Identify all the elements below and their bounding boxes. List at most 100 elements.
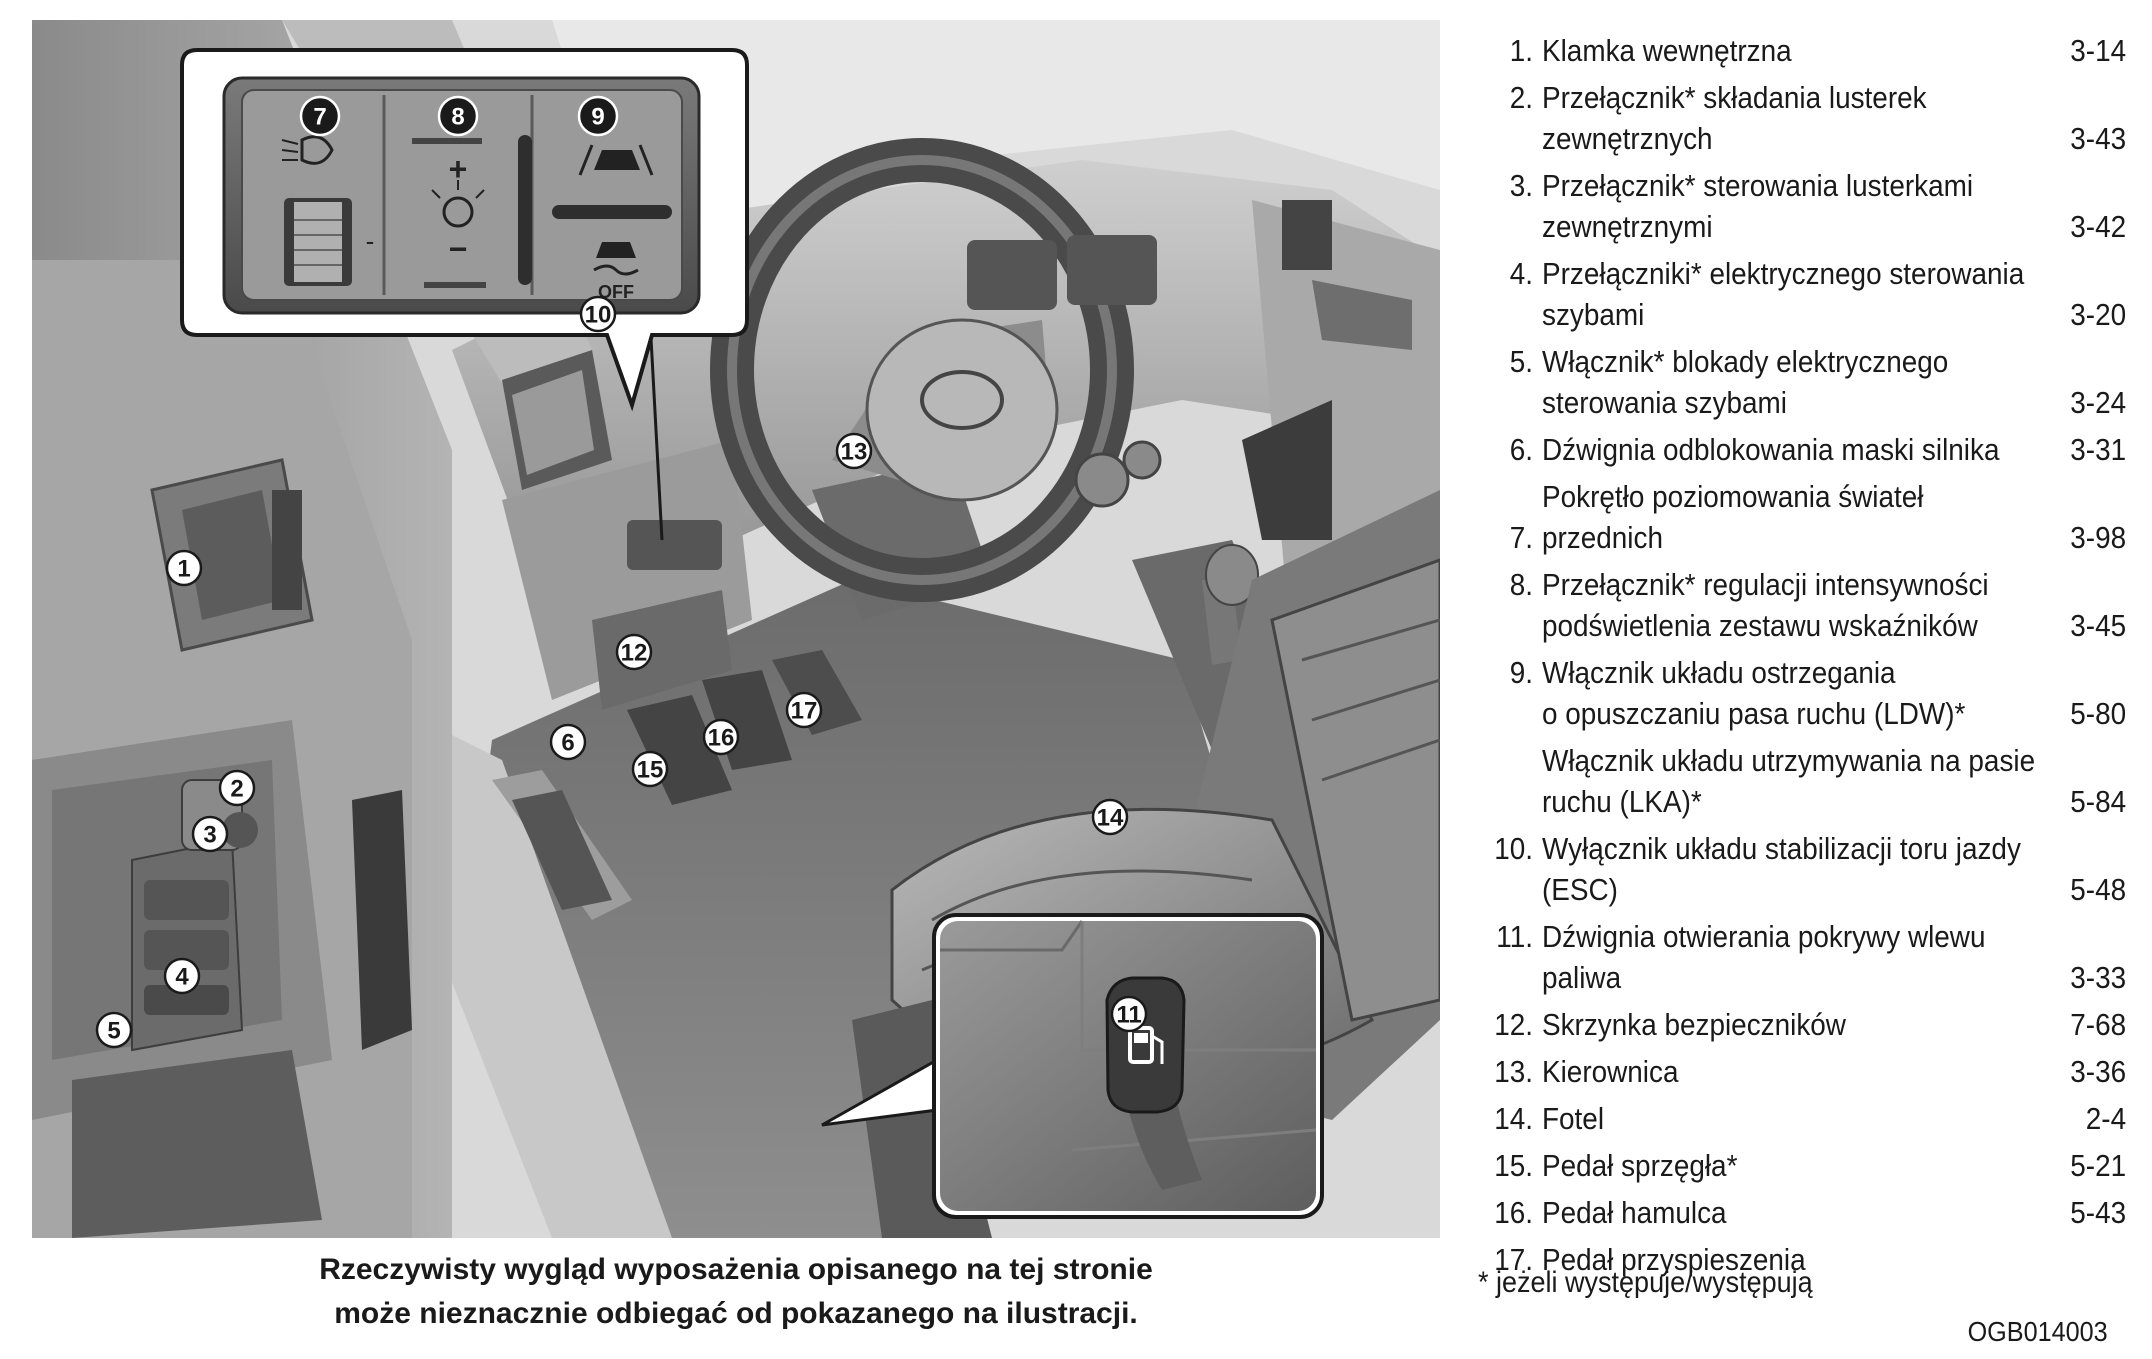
legend-item-number: 12. bbox=[1494, 1007, 1533, 1042]
esc-off-label: OFF bbox=[598, 282, 634, 302]
legend-item: 2.Przełącznik* składania lusterek bbox=[1470, 77, 2126, 118]
callout-9: 9 bbox=[577, 95, 619, 137]
interior-illustration: - + − OFF bbox=[32, 20, 1440, 1238]
availability-note: * jeżeli występuje/występują bbox=[1478, 1266, 1813, 1299]
svg-text:9: 9 bbox=[591, 104, 604, 131]
legend-item-text: (ESC) bbox=[1542, 872, 1618, 907]
legend-item-page: 3-24 bbox=[2070, 385, 2127, 420]
legend-item: (ESC)5-48 bbox=[1470, 869, 2126, 910]
legend-item-text: o opuszczaniu pasa ruchu (LDW)* bbox=[1542, 696, 1966, 731]
callout-7: 7 bbox=[299, 95, 341, 137]
legend-item: Włącznik układu utrzymywania na pasie bbox=[1470, 740, 2126, 781]
callout-17: 17 bbox=[785, 691, 823, 729]
legend-item-text: Przełącznik* regulacji intensywności bbox=[1542, 567, 1989, 602]
callout-8: 8 bbox=[437, 95, 479, 137]
figure-code: OGB014003 bbox=[1967, 1316, 2108, 1347]
legend-item-text: Wyłącznik układu stabilizacji toru jazdy bbox=[1542, 831, 2021, 866]
svg-text:3: 3 bbox=[203, 822, 216, 849]
callout-16: 16 bbox=[702, 718, 740, 756]
svg-text:10: 10 bbox=[585, 302, 612, 329]
legend-item-text: Dźwignia odblokowania maski silnika bbox=[1542, 432, 2000, 467]
svg-text:2: 2 bbox=[230, 776, 243, 803]
legend-item-text: Fotel bbox=[1542, 1101, 1605, 1136]
legend-item-text: Dźwignia otwierania pokrywy wlewu bbox=[1542, 919, 1986, 954]
legend-item: sterowania szybami 3-24 bbox=[1470, 382, 2126, 423]
callout-1: 1 bbox=[165, 549, 203, 587]
legend-item: zewnętrznymi 3-42 bbox=[1470, 206, 2126, 247]
callout-2: 2 bbox=[218, 769, 256, 807]
legend-item: 13. Kierownica 3-36 bbox=[1470, 1051, 2126, 1092]
legend-item-number: 4. bbox=[1509, 256, 1533, 291]
legend-item-text: Przełączniki* elektrycznego sterowania bbox=[1542, 256, 2025, 291]
svg-text:8: 8 bbox=[451, 104, 464, 131]
legend-item-page: 5-80 bbox=[2070, 696, 2127, 731]
legend-item: 12. Skrzynka bezpieczników 7-68 bbox=[1470, 1004, 2126, 1045]
legend-item-number: 1. bbox=[1509, 33, 1533, 68]
legend-item-number: 3. bbox=[1509, 168, 1533, 203]
legend-item: 11. Dźwignia otwierania pokrywy wlewu bbox=[1470, 916, 2126, 957]
legend-item-number: 8. bbox=[1509, 567, 1533, 602]
legend-item-text: paliwa bbox=[1542, 960, 1622, 995]
legend-item-text: zewnętrznymi bbox=[1542, 209, 1713, 244]
legend-item-page: 3-36 bbox=[2070, 1054, 2127, 1089]
legend-item-page: 5-43 bbox=[2070, 1195, 2127, 1230]
legend-item-page: 3-31 bbox=[2070, 432, 2127, 467]
legend-item-number: 14. bbox=[1494, 1101, 1533, 1136]
svg-text:1: 1 bbox=[177, 556, 190, 583]
legend-item-number: 11. bbox=[1496, 919, 1533, 954]
callout-11: 11 bbox=[1110, 995, 1148, 1033]
legend-item-number: 2. bbox=[1509, 80, 1533, 115]
svg-text:5: 5 bbox=[107, 1018, 120, 1045]
legend-item: ruchu (LKA)*5-84 bbox=[1470, 781, 2126, 822]
legend-item-number: 7. bbox=[1509, 520, 1533, 555]
svg-text:17: 17 bbox=[791, 698, 818, 725]
legend-item: 15. Pedał sprzęgła* 5-21 bbox=[1470, 1145, 2126, 1186]
legend-item-text: Pokrętło poziomowania świateł przednich bbox=[1542, 479, 1924, 555]
legend-item-text: Przełącznik* sterowania lusterkami bbox=[1542, 168, 1974, 203]
callout-14: 14 bbox=[1091, 798, 1129, 836]
caption-line-2: może nieznacznie odbiegać od pokazanego … bbox=[334, 1297, 1138, 1330]
legend-item-page: 3-14 bbox=[2070, 33, 2127, 68]
callout-6: 6 bbox=[549, 723, 587, 761]
legend-item-number: 13. bbox=[1494, 1054, 1533, 1089]
legend-item-number: 6. bbox=[1509, 432, 1533, 467]
legend-item-text: Pedał przyspieszenia bbox=[1542, 1242, 1806, 1277]
svg-text:11: 11 bbox=[1116, 1002, 1141, 1029]
legend-item: 3. Przełącznik* sterowania lusterkami bbox=[1470, 165, 2126, 206]
esc-off-icon bbox=[593, 242, 639, 276]
legend-item-text: Włącznik układu ostrzegania bbox=[1542, 655, 1896, 690]
legend-item-text: Pedał hamulca bbox=[1542, 1195, 1727, 1230]
illustration-caption: Rzeczywisty wygląd wyposażenia opisanego… bbox=[32, 1248, 1440, 1336]
legend-item-text: ruchu (LKA)* bbox=[1542, 784, 1702, 819]
legend-item-text: sterowania szybami bbox=[1542, 385, 1787, 420]
legend-item-page: 5-21 bbox=[2070, 1148, 2127, 1183]
legend-item-page: 3-98 bbox=[2070, 520, 2127, 555]
svg-text:13: 13 bbox=[841, 439, 868, 466]
legend-item-text: Kierownica bbox=[1542, 1054, 1679, 1089]
svg-text:12: 12 bbox=[621, 640, 648, 667]
legend-item-number: 10. bbox=[1494, 831, 1533, 866]
legend-item: 10. Wyłącznik układu stabilizacji toru ja… bbox=[1470, 828, 2126, 869]
legend-item-text: szybami bbox=[1542, 297, 1645, 332]
caption-line-1: Rzeczywisty wygląd wyposażenia opisanego… bbox=[319, 1253, 1153, 1286]
legend-item-number: 15. bbox=[1494, 1148, 1533, 1183]
legend-item-page: 3-45 bbox=[2070, 608, 2127, 643]
callout-15: 15 bbox=[631, 750, 669, 788]
callout-5: 5 bbox=[95, 1011, 133, 1049]
legend-item-text: Pedał sprzęgła* bbox=[1542, 1148, 1738, 1183]
legend-item-page: 7-68 bbox=[2070, 1007, 2127, 1042]
illumination-minus-label: − bbox=[449, 231, 468, 267]
legend-item-page: 3-42 bbox=[2070, 209, 2127, 244]
legend-item: o opuszczaniu pasa ruchu (LDW)* 5-80 bbox=[1470, 693, 2126, 734]
legend-item-text: Skrzynka bezpieczników bbox=[1542, 1007, 1846, 1042]
legend-item-number: 9. bbox=[1509, 655, 1533, 690]
legend-item-text: Włącznik* blokady elektrycznego bbox=[1542, 344, 1949, 379]
legend-item-text: Włącznik układu utrzymywania na pasie bbox=[1542, 743, 2036, 778]
fuel-pump-icon bbox=[1128, 1026, 1164, 1064]
